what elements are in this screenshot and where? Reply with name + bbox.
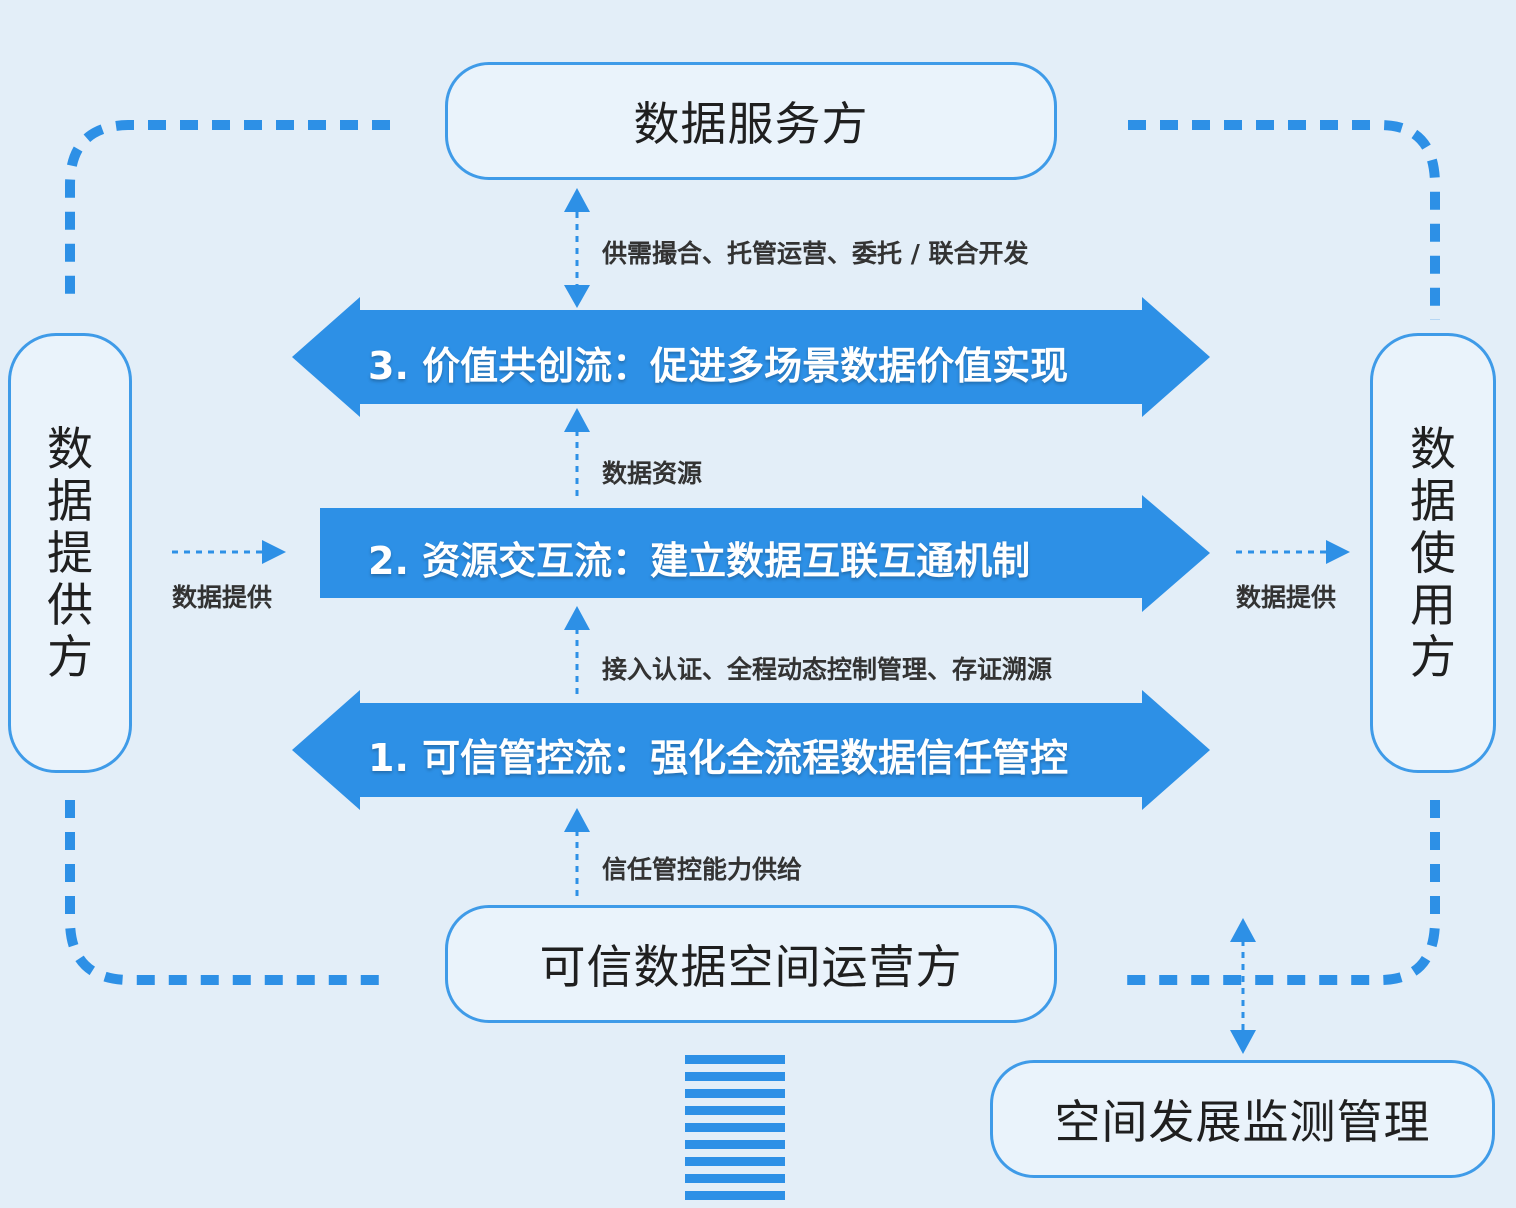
user-char: 方 (1410, 630, 1456, 684)
left-provide-label: 数据提供 (172, 583, 273, 612)
connector-arrowheads (564, 188, 1256, 1054)
provider-char: 提 (47, 526, 93, 580)
provider-char: 方 (47, 630, 93, 684)
trust-supply-label: 信任管控能力供给 (602, 855, 803, 884)
user-char: 数 (1410, 422, 1456, 476)
value-flow-arrow (292, 297, 1210, 417)
service-link-label: 供需撮合、托管运营、委托 / 联合开发 (602, 239, 1029, 268)
monitor-box: 空间发展监测管理 (990, 1060, 1495, 1178)
user-char: 据 (1410, 474, 1456, 528)
data-user-party-box: 数 据 使 用 方 (1370, 333, 1496, 773)
user-char: 用 (1410, 578, 1456, 632)
resource-flow-arrow (320, 495, 1210, 612)
data-service-party-label: 数据服务方 (633, 97, 869, 151)
provider-char: 据 (47, 474, 93, 528)
user-char: 使 (1410, 526, 1456, 580)
outer-dashed-loop (65, 120, 1440, 985)
vertical-connectors (575, 212, 1245, 1032)
trust-flow-label: 1. 可信管控流：强化全流程数据信任管控 (368, 736, 1069, 780)
provider-char: 供 (47, 578, 93, 632)
data-provider-party-box: 数 据 提 供 方 (8, 333, 132, 773)
right-provide-label: 数据提供 (1236, 583, 1337, 612)
operator-box: 可信数据空间运营方 (445, 905, 1057, 1023)
resource-flow-label: 2. 资源交互流：建立数据互联互通机制 (368, 539, 1031, 583)
access-label: 接入认证、全程动态控制管理、存证溯源 (602, 655, 1053, 684)
trust-flow-arrow (292, 690, 1210, 810)
data-resource-label: 数据资源 (602, 459, 703, 488)
striped-bar (685, 1055, 785, 1200)
operator-label: 可信数据空间运营方 (539, 940, 963, 994)
monitor-label: 空间发展监测管理 (1054, 1095, 1431, 1149)
provider-char: 数 (47, 422, 93, 476)
value-flow-label: 3. 价值共创流：促进多场景数据价值实现 (368, 344, 1069, 388)
data-service-party-box: 数据服务方 (445, 62, 1057, 180)
side-arrows (172, 540, 1350, 564)
